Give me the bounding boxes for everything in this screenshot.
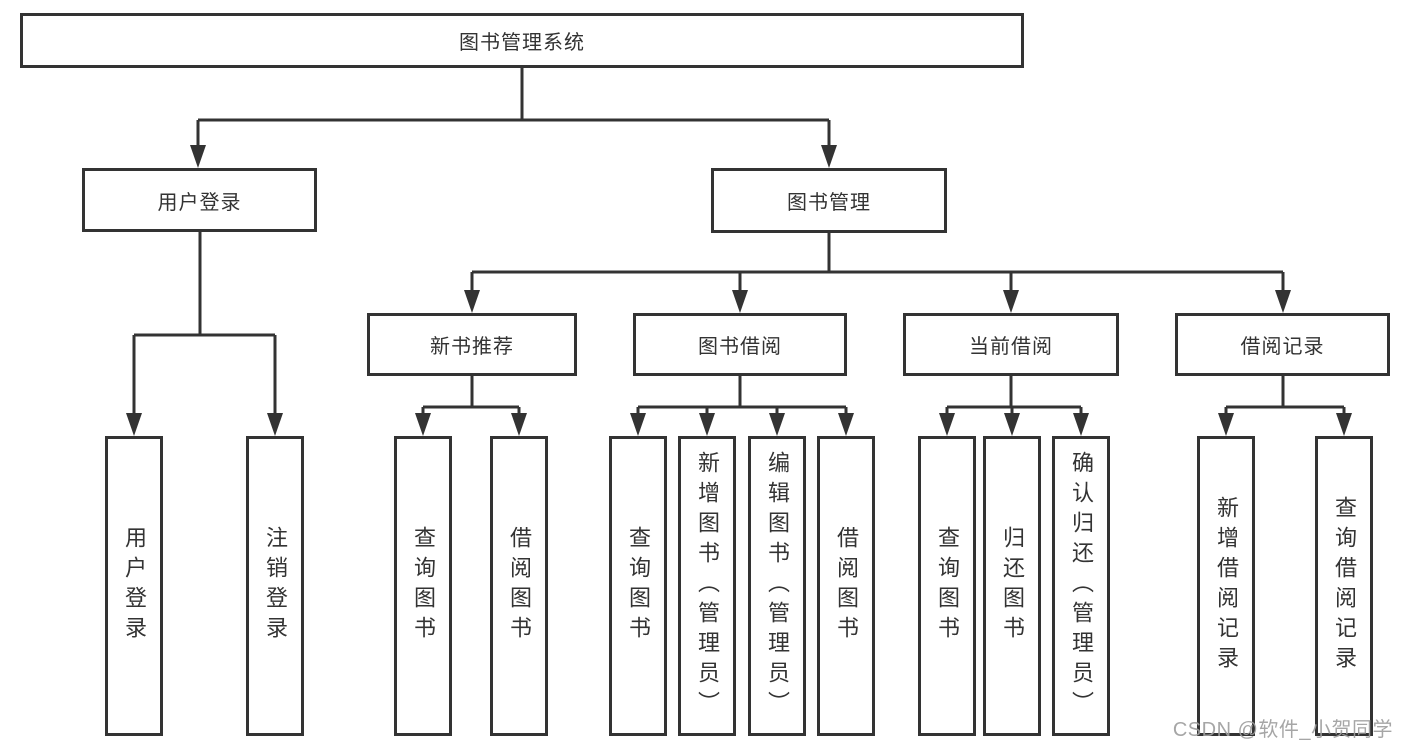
arrowhead-icon [838,413,854,436]
leaf-logout-label: 注销登录 [263,526,288,646]
node-book-borrow-label: 图书借阅 [698,336,782,358]
leaf-edit-books-admin: 编辑图书（管理员） [748,436,806,736]
arrowhead-icon [1275,290,1291,313]
leaf-query-books-current-label: 查询图书 [935,526,960,646]
node-book-borrow: 图书借阅 [633,313,847,376]
node-book-management-label: 图书管理 [787,192,871,214]
leaf-borrow-books-recommend: 借阅图书 [490,436,548,736]
arrowhead-icon [126,413,142,436]
leaf-logout: 注销登录 [246,436,304,736]
root-node-label: 图书管理系统 [459,32,585,54]
node-borrow-records-label: 借阅记录 [1240,336,1325,358]
node-user-login: 用户登录 [82,168,317,232]
arrowhead-icon [511,413,527,436]
leaf-confirm-return-admin-label: 确认归还（管理员） [1069,451,1094,721]
arrowhead-icon [939,413,955,436]
arrowhead-icon [1218,413,1234,436]
leaf-query-books-borrow: 查询图书 [609,436,667,736]
leaf-edit-books-admin-label: 编辑图书（管理员） [765,451,790,721]
leaf-user-login: 用户登录 [105,436,163,736]
node-user-login-label: 用户登录 [157,191,242,214]
node-new-book-recommend-label: 新书推荐 [430,336,514,358]
leaf-query-books-borrow-label: 查询图书 [626,526,651,646]
arrowhead-icon [1073,413,1089,436]
node-borrow-records: 借阅记录 [1175,313,1390,376]
leaf-borrow-books-recommend-label: 借阅图书 [507,526,532,646]
root-node: 图书管理系统 [20,13,1024,68]
node-current-borrow: 当前借阅 [903,313,1119,376]
leaf-query-borrow-record: 查询借阅记录 [1315,436,1373,736]
arrowhead-icon [821,145,837,168]
node-current-borrow-label: 当前借阅 [969,336,1053,358]
leaf-add-books-admin: 新增图书（管理员） [678,436,736,736]
leaf-borrow-books-label: 借阅图书 [834,526,859,646]
arrowhead-icon [1003,290,1019,313]
leaf-query-books-current: 查询图书 [918,436,976,736]
node-new-book-recommend: 新书推荐 [367,313,577,376]
leaf-add-borrow-record: 新增借阅记录 [1197,436,1255,736]
arrowhead-icon [464,290,480,313]
leaf-query-books-recommend: 查询图书 [394,436,452,736]
arrowhead-icon [630,413,646,436]
node-book-management: 图书管理 [711,168,947,233]
leaf-return-books-label: 归还图书 [1000,526,1025,646]
arrowhead-icon [732,290,748,313]
leaf-borrow-books: 借阅图书 [817,436,875,736]
leaf-query-borrow-record-label: 查询借阅记录 [1332,496,1357,676]
arrowhead-icon [190,145,206,168]
leaf-confirm-return-admin: 确认归还（管理员） [1052,436,1110,736]
leaf-return-books: 归还图书 [983,436,1041,736]
arrowhead-icon [769,413,785,436]
csdn-watermark: CSDN @软件_小贺同学 [1172,719,1393,741]
leaf-add-borrow-record-label: 新增借阅记录 [1214,496,1239,676]
arrowhead-icon [1004,413,1020,436]
leaf-add-books-admin-label: 新增图书（管理员） [695,451,720,721]
arrowhead-icon [267,413,283,436]
leaf-user-login-label: 用户登录 [122,526,147,646]
arrowhead-icon [415,413,431,436]
arrowhead-icon [1336,413,1352,436]
arrowhead-icon [699,413,715,436]
leaf-query-books-recommend-label: 查询图书 [411,526,436,646]
